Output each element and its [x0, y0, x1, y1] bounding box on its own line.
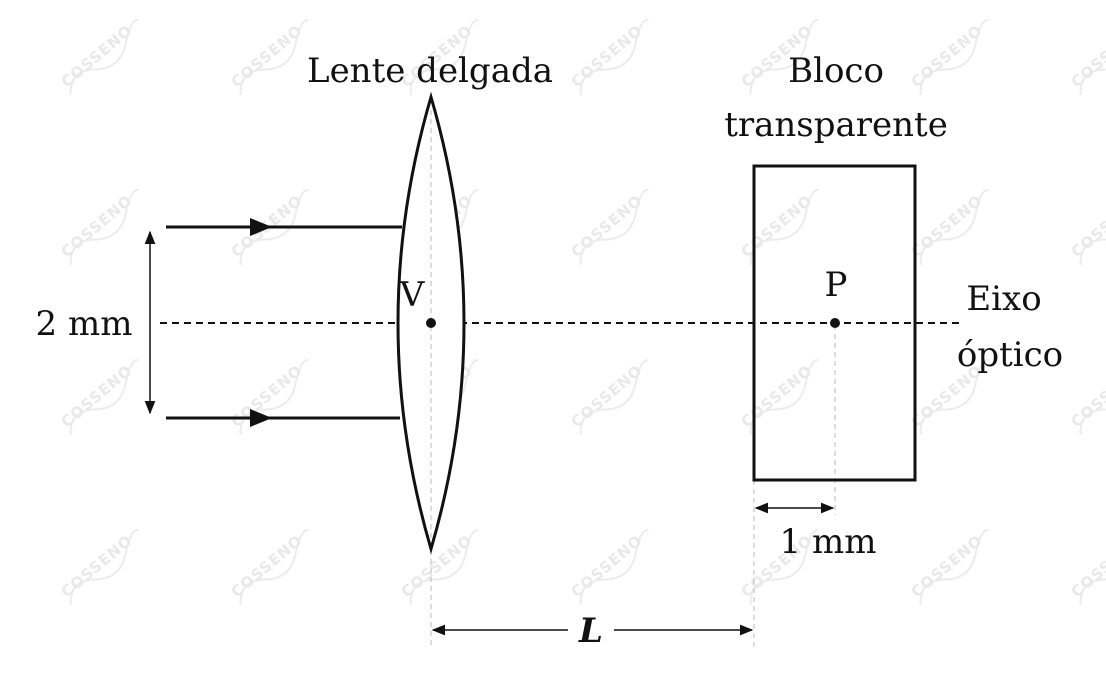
watermark-logo: COSSENO: [568, 359, 649, 436]
watermark-logo: COSSENO: [58, 19, 139, 96]
watermark-logo: COSSENO: [228, 529, 309, 606]
watermark-logo: COSSENO: [1068, 19, 1106, 96]
svg-text:COSSENO: COSSENO: [228, 531, 306, 601]
distance-label: L: [578, 611, 603, 651]
svg-text:COSSENO: COSSENO: [908, 21, 986, 91]
svg-text:COSSENO: COSSENO: [1068, 361, 1106, 431]
ray-bottom-arrow: [250, 409, 272, 427]
beam-width-label: 2 mm: [36, 304, 133, 344]
svg-text:COSSENO: COSSENO: [58, 21, 136, 91]
vertex-label: V: [399, 275, 426, 315]
watermark-logo: COSSENO: [58, 359, 139, 436]
watermark-logo: COSSENO: [58, 529, 139, 606]
watermark-logo: COSSENO: [1068, 189, 1106, 266]
point-label: P: [825, 265, 848, 305]
svg-text:COSSENO: COSSENO: [908, 531, 986, 601]
watermark-logo: COSSENO: [398, 529, 479, 606]
svg-text:COSSENO: COSSENO: [568, 531, 646, 601]
watermark-logo: COSSENO: [1068, 529, 1106, 606]
block-label-line2: transparente: [724, 105, 948, 145]
svg-text:COSSENO: COSSENO: [1068, 191, 1106, 261]
axis-label-line2: óptico: [957, 335, 1063, 375]
svg-text:COSSENO: COSSENO: [1068, 531, 1106, 601]
block-label-line1: Bloco: [788, 51, 884, 91]
watermark-logo: COSSENO: [738, 189, 819, 266]
watermark-logo: COSSENO: [1068, 359, 1106, 436]
watermark-logo: COSSENO: [568, 19, 649, 96]
axis-label-line1: Eixo: [966, 279, 1041, 319]
watermark-logo: COSSENO: [228, 359, 309, 436]
watermark-logo: COSSENO: [58, 189, 139, 266]
svg-text:COSSENO: COSSENO: [738, 361, 816, 431]
watermark-logo: COSSENO: [908, 189, 989, 266]
svg-text:COSSENO: COSSENO: [908, 191, 986, 261]
point-p: [830, 318, 840, 328]
vertex-point: [426, 318, 436, 328]
svg-text:COSSENO: COSSENO: [228, 21, 306, 91]
watermark-logo: COSSENO: [738, 359, 819, 436]
watermark-logo: COSSENO: [908, 19, 989, 96]
ray-top-arrow: [250, 218, 272, 236]
watermark-logo: COSSENO: [568, 189, 649, 266]
watermark: COSSENO COSSENO COSSENO COSSENO COSSENO COSSE…: [58, 19, 1106, 606]
lens-label: Lente delgada: [307, 51, 553, 91]
transparent-block: [752, 164, 917, 482]
svg-text:COSSENO: COSSENO: [58, 191, 136, 261]
svg-text:COSSENO: COSSENO: [58, 531, 136, 601]
svg-text:COSSENO: COSSENO: [228, 361, 306, 431]
svg-text:COSSENO: COSSENO: [398, 531, 476, 601]
svg-text:COSSENO: COSSENO: [568, 21, 646, 91]
watermark-logo: COSSENO: [568, 529, 649, 606]
svg-text:COSSENO: COSSENO: [738, 191, 816, 261]
offset-label: 1 mm: [780, 522, 877, 562]
watermark-logo: COSSENO: [908, 529, 989, 606]
watermark-logo: COSSENO: [228, 19, 309, 96]
svg-text:COSSENO: COSSENO: [58, 361, 136, 431]
svg-text:COSSENO: COSSENO: [568, 361, 646, 431]
svg-text:COSSENO: COSSENO: [1068, 21, 1106, 91]
svg-text:COSSENO: COSSENO: [568, 191, 646, 261]
